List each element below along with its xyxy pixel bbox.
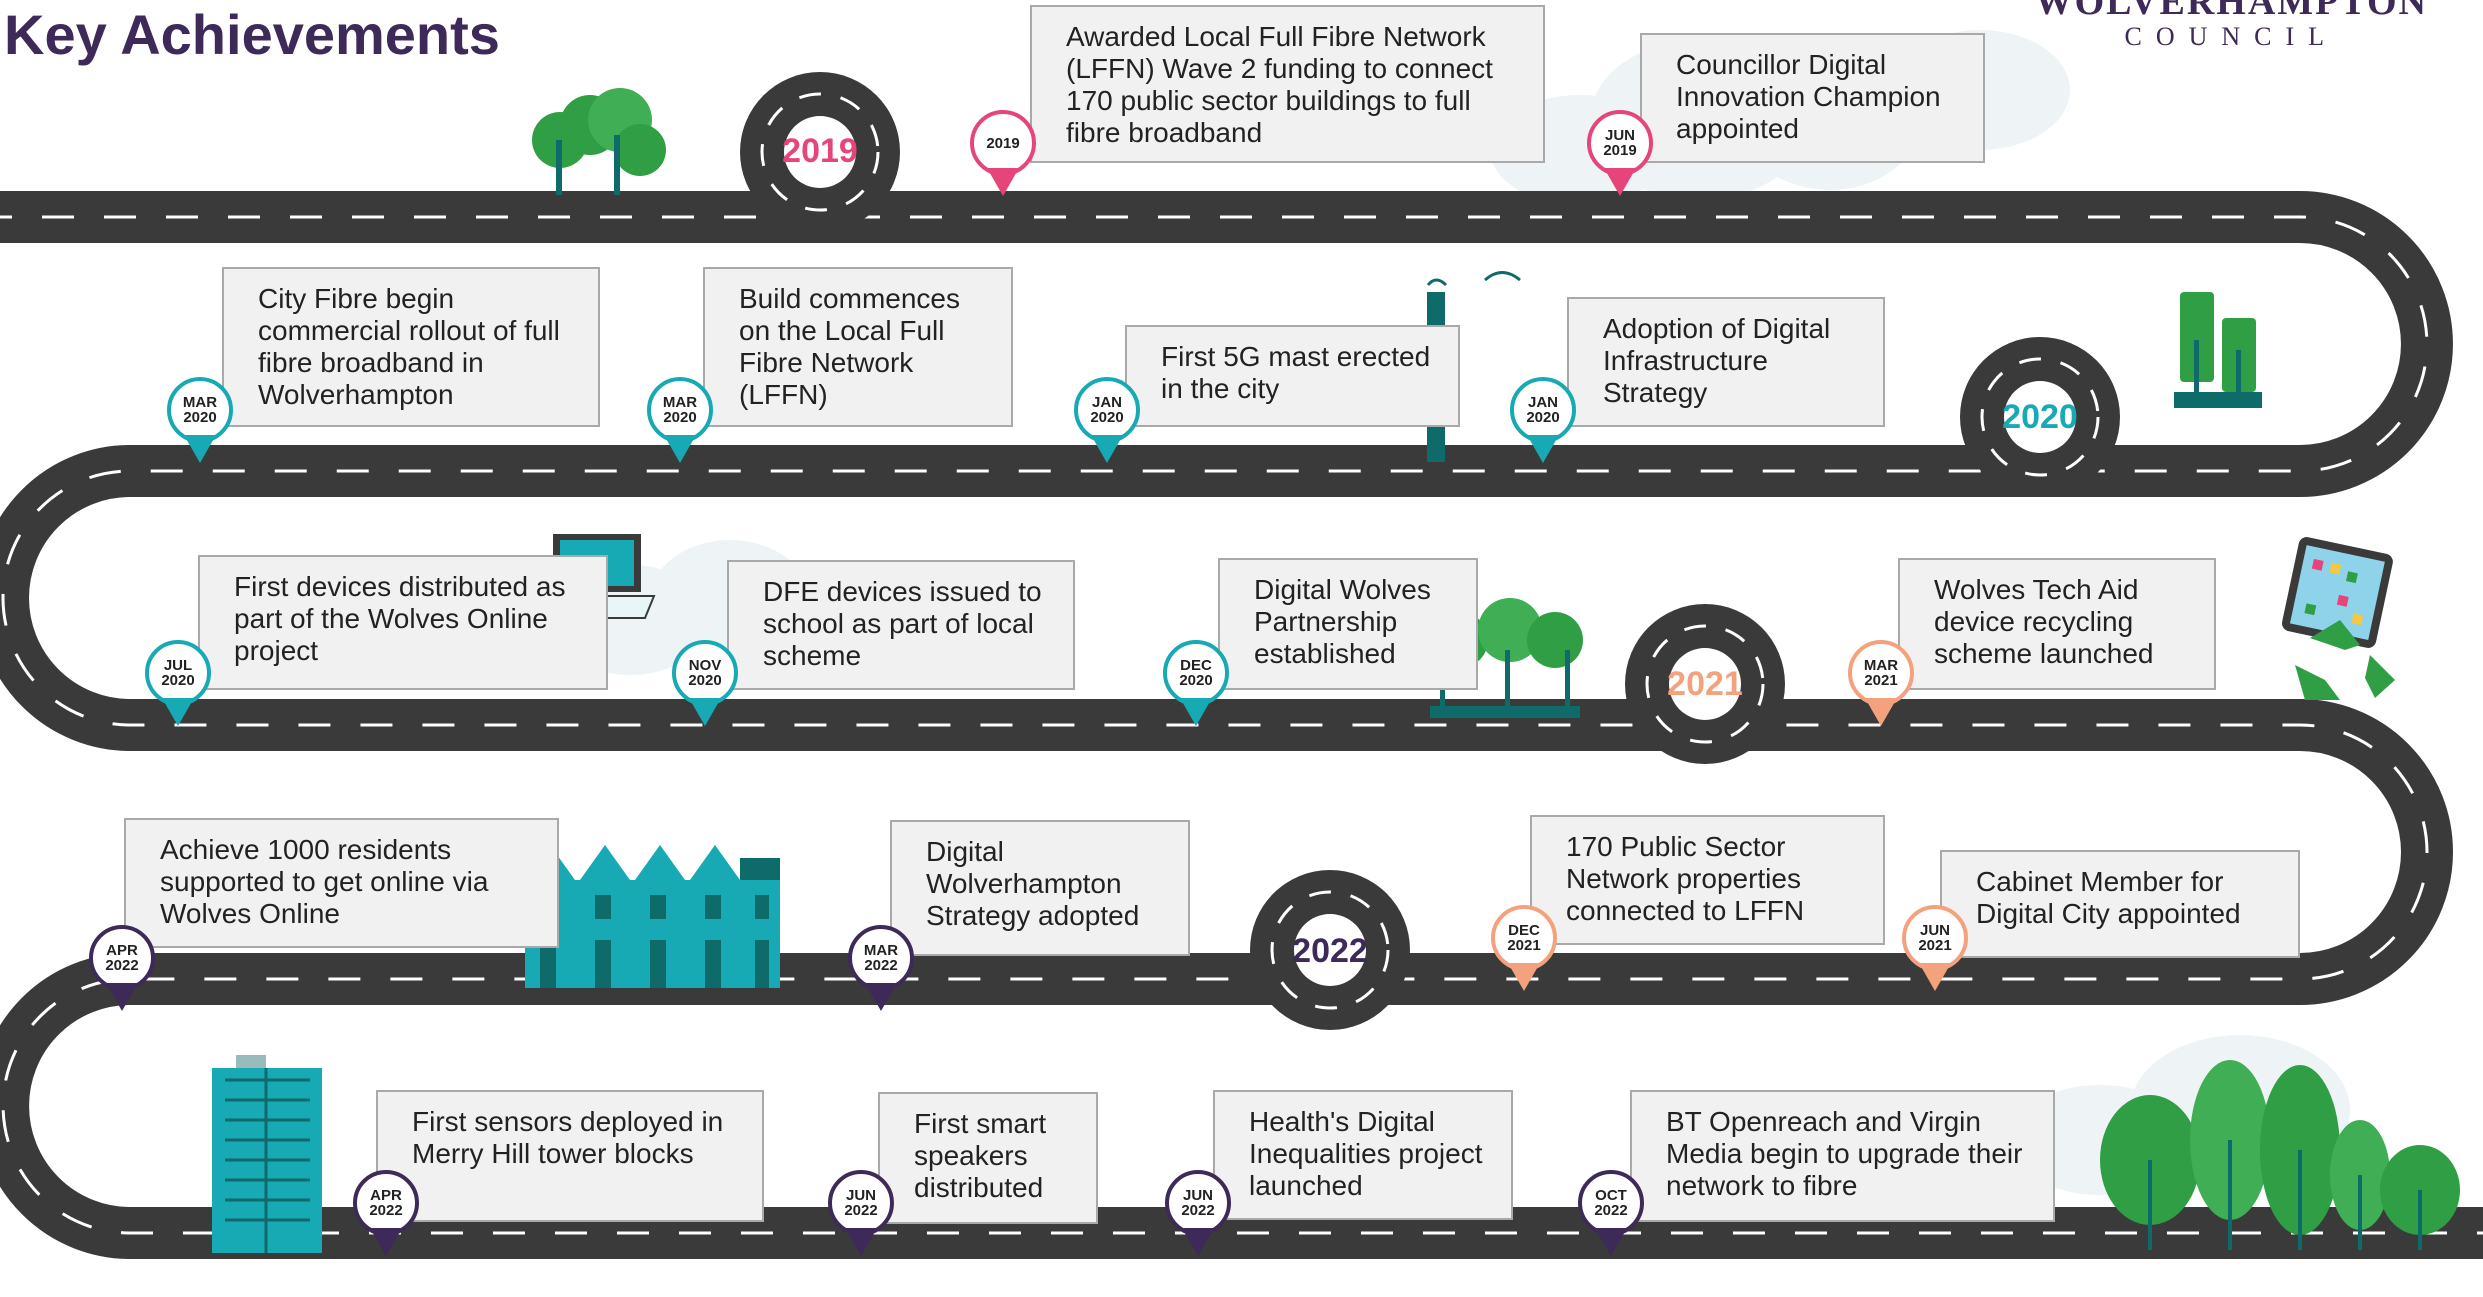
logo-line-1: WOLVERHAMPTON <box>2034 0 2428 23</box>
forest-icon <box>2100 1060 2460 1250</box>
milestone-card: First 5G mast erected in the city <box>1125 325 1460 427</box>
pin-date-bottom: 2020 <box>1179 672 1213 689</box>
pin-date-top: MAR <box>182 394 218 411</box>
pin-date-bottom: 2020 <box>1090 409 1124 426</box>
milestone-card: Cabinet Member for Digital City appointe… <box>1940 850 2300 958</box>
pin-date-bottom: 2020 <box>183 409 217 426</box>
pin-date-top: MAR <box>1863 657 1899 674</box>
road <box>0 191 2483 1259</box>
pin-date-bottom: 2022 <box>1594 1202 1628 1219</box>
pin-date-top: APR <box>370 1187 402 1204</box>
pin-date-top: JUN <box>1182 1187 1213 1204</box>
pin-date-bottom: 2022 <box>864 957 898 974</box>
milestone-card: Build commences on the Local Full Fibre … <box>703 267 1013 427</box>
year-label-2019: 2019 <box>782 132 858 170</box>
pin-date-bottom: 2020 <box>1526 409 1560 426</box>
milestone-card: Awarded Local Full Fibre Network (LFFN) … <box>1030 5 1545 163</box>
milestone-card: First smart speakers distributed <box>878 1092 1098 1224</box>
pin-date-top: JUN <box>845 1187 876 1204</box>
milestone-card: BT Openreach and Virgin Media begin to u… <box>1630 1090 2055 1222</box>
milestone-card: First devices distributed as part of the… <box>198 555 608 690</box>
roundabout-2022 <box>1250 870 1410 1030</box>
pin-date-top: JUN <box>1604 127 1635 144</box>
year-label-2020: 2020 <box>2002 398 2078 436</box>
council-logo: WOLVERHAMPTON COUNCIL <box>2035 0 2428 52</box>
pin-date-bottom: 2021 <box>1507 937 1541 954</box>
pin-date-bottom: 2022 <box>369 1202 403 1219</box>
pin-date-top: JUN <box>1919 922 1950 939</box>
pin-date-top: 2019 <box>986 134 1020 152</box>
pin-date-top: OCT <box>1595 1187 1627 1204</box>
milestone-card: Wolves Tech Aid device recycling scheme … <box>1898 558 2216 690</box>
year-label-2021: 2021 <box>1667 665 1743 703</box>
pin-date-top: NOV <box>688 657 722 674</box>
pin-date-bottom: 2022 <box>1181 1202 1215 1219</box>
pin-date-top: DEC <box>1180 657 1212 674</box>
year-label-2022: 2022 <box>1292 932 1368 970</box>
milestone-card: Councillor Digital Innovation Champion a… <box>1640 33 1985 163</box>
pin-date-top: MAR <box>863 942 899 959</box>
milestone-card: DFE devices issued to school as part of … <box>727 560 1075 690</box>
terrace-houses-icon <box>525 845 780 988</box>
tree-pair-icon <box>2174 292 2262 408</box>
trees-icon <box>532 88 666 195</box>
tower-block-icon <box>212 1055 322 1253</box>
pin-date-top: APR <box>106 942 138 959</box>
pin-date-bottom: 2022 <box>105 957 139 974</box>
pin-date-bottom: 2020 <box>161 672 195 689</box>
logo-line-2: COUNCIL <box>2124 22 2339 51</box>
pin-date-bottom: 2020 <box>688 672 722 689</box>
milestone-card: 170 Public Sector Network properties con… <box>1530 815 1885 945</box>
milestone-card: City Fibre begin commercial rollout of f… <box>222 267 600 427</box>
pin-date-top: MAR <box>662 394 698 411</box>
pin-date-bottom: 2021 <box>1864 672 1898 689</box>
pin-date-bottom: 2020 <box>663 409 697 426</box>
pin-date-top: DEC <box>1508 922 1540 939</box>
pin-date-bottom: 2019 <box>1603 142 1637 159</box>
milestone-card: Adoption of Digital Infrastructure Strat… <box>1567 297 1885 427</box>
roundabout-2019 <box>740 72 900 232</box>
milestone-card: Digital Wolverhampton Strategy adopted <box>890 820 1190 956</box>
roundabout-2020 <box>1960 337 2120 497</box>
recycle-icon <box>2295 620 2395 700</box>
milestone-card: Achieve 1000 residents supported to get … <box>124 818 559 948</box>
pin-date-top: JAN <box>1091 394 1122 411</box>
pin-date-top: JAN <box>1527 394 1558 411</box>
tablet-icon <box>2281 537 2393 648</box>
pin-date-top: JUL <box>163 657 193 674</box>
date-pin: 2019 <box>970 110 1036 200</box>
milestone-card: First sensors deployed in Merry Hill tow… <box>376 1090 764 1222</box>
pin-date-bottom: 2021 <box>1918 937 1952 954</box>
milestone-card: Digital Wolves Partnership established <box>1218 558 1478 690</box>
pin-date-bottom: 2022 <box>844 1202 878 1219</box>
roundabout-2021 <box>1625 604 1785 764</box>
milestone-card: Health's Digital Inequalities project la… <box>1213 1090 1513 1220</box>
page-title: Key Achievements <box>4 3 500 66</box>
